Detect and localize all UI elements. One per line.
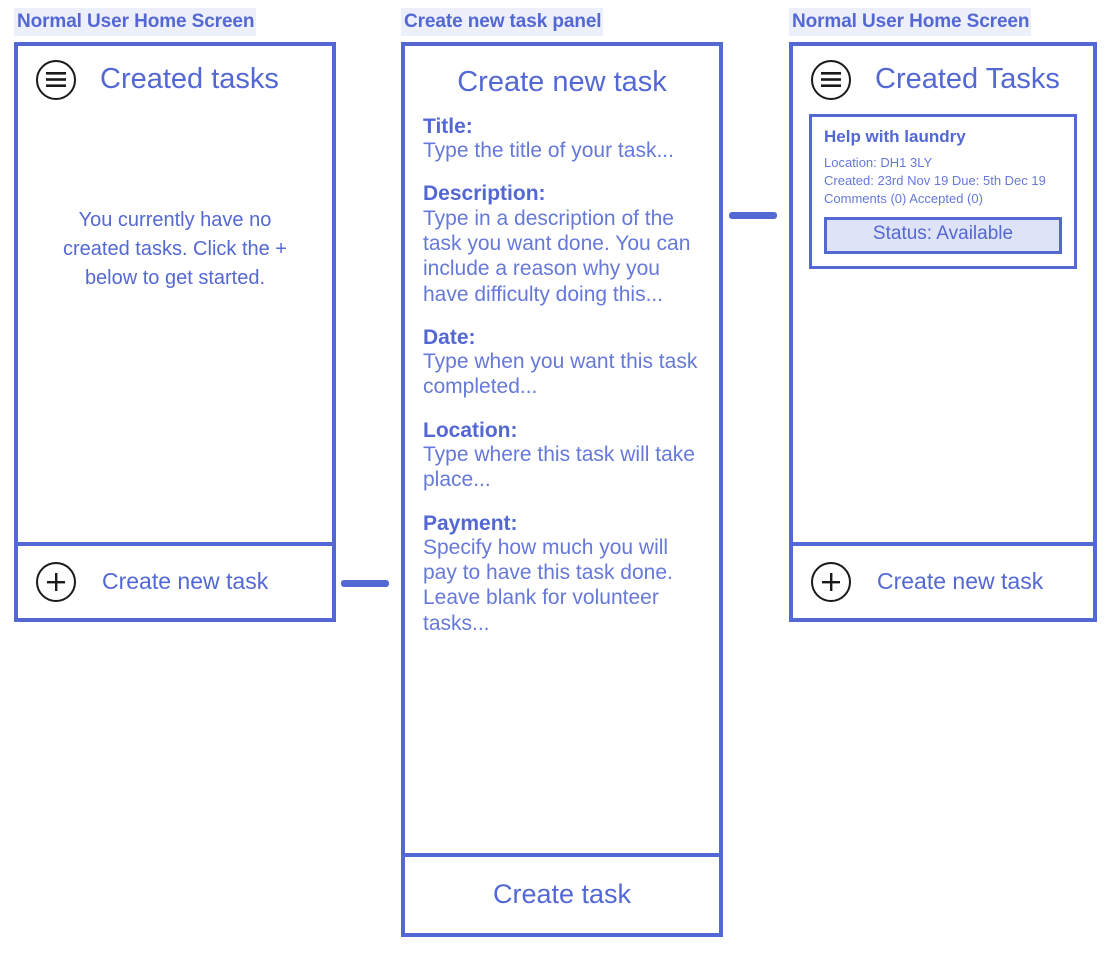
field-label: Date: <box>423 325 476 349</box>
hamburger-menu-icon[interactable] <box>811 59 851 100</box>
field-placeholder: Type the title of your task... <box>423 139 674 163</box>
panel-group-middle: Create new task panel Create new task Ti… <box>401 8 723 937</box>
task-card[interactable]: Help with laundry Location: DH1 3LY Crea… <box>809 113 1077 269</box>
task-card-dates: Created: 23rd Nov 19 Due: 5th Dec 19 <box>824 173 1046 189</box>
field-placeholder: Specify how much you will pay to have th… <box>423 536 673 635</box>
phone-footer-middle: Create task <box>405 852 719 933</box>
phone-frame-left: Created tasks You currently have no crea… <box>14 41 336 622</box>
field-label: Payment: <box>423 511 518 535</box>
form-field-description[interactable]: Description: Type in a description of th… <box>423 182 703 306</box>
plus-circle-icon[interactable] <box>811 561 851 602</box>
task-card-title: Help with laundry <box>824 126 966 146</box>
form-field-list: Title: Type the title of your task... De… <box>405 103 719 636</box>
phone-footer-right: Create new task <box>793 541 1093 618</box>
panel-group-left: Normal User Home Screen Created tasks Yo… <box>14 8 336 622</box>
field-label: Title: <box>423 114 473 138</box>
field-placeholder: Type when you want this task completed..… <box>423 350 698 399</box>
phone-frame-right: Created Tasks Help with laundry Location… <box>789 41 1097 622</box>
create-new-task-label: Create new task <box>877 568 1044 595</box>
empty-state-message: You currently have no created tasks. Cli… <box>63 208 287 289</box>
phone-footer-left: Create new task <box>18 541 332 618</box>
phone-body-middle: Create new task Title: Type the title of… <box>405 46 719 853</box>
task-card-counts: Comments (0) Accepted (0) <box>824 191 983 207</box>
create-new-task-label: Create new task <box>102 568 269 595</box>
plus-circle-icon[interactable] <box>36 561 76 602</box>
app-header-title: Created Tasks <box>875 63 1060 96</box>
create-new-task-button[interactable]: Create new task <box>18 561 332 602</box>
field-label: Description: <box>423 182 546 206</box>
connector-left-to-middle <box>341 580 389 587</box>
form-title: Create new task <box>457 65 667 98</box>
form-field-title[interactable]: Title: Type the title of your task... <box>423 115 703 164</box>
panel-caption-right: Normal User Home Screen <box>789 8 1032 36</box>
phone-body-right: Created Tasks Help with laundry Location… <box>793 46 1093 542</box>
field-placeholder: Type in a description of the task you wa… <box>423 206 691 306</box>
app-header-left: Created tasks <box>18 46 332 100</box>
field-label: Location: <box>423 418 518 442</box>
phone-body-left: Created tasks You currently have no crea… <box>18 46 332 542</box>
panel-group-right: Normal User Home Screen Created Tasks He… <box>789 8 1097 622</box>
form-field-location[interactable]: Location: Type where this task will take… <box>423 419 703 493</box>
create-task-submit-button[interactable]: Create task <box>492 879 632 910</box>
form-field-payment[interactable]: Payment: Specify how much you will pay t… <box>423 512 703 636</box>
form-field-date[interactable]: Date: Type when you want this task compl… <box>423 326 703 400</box>
app-header-right: Created Tasks <box>793 46 1093 100</box>
field-placeholder: Type where this task will take place... <box>423 443 695 492</box>
panel-caption-middle: Create new task panel <box>401 8 604 36</box>
hamburger-menu-icon[interactable] <box>36 59 76 100</box>
phone-frame-middle: Create new task Title: Type the title of… <box>401 41 723 937</box>
panel-caption-left: Normal User Home Screen <box>14 8 257 36</box>
create-new-task-button[interactable]: Create new task <box>793 561 1093 602</box>
task-card-location: Location: DH1 3LY <box>824 155 933 171</box>
connector-middle-to-right <box>729 212 777 219</box>
app-header-title: Created tasks <box>100 63 279 96</box>
status-badge[interactable]: Status: Available <box>824 216 1062 254</box>
